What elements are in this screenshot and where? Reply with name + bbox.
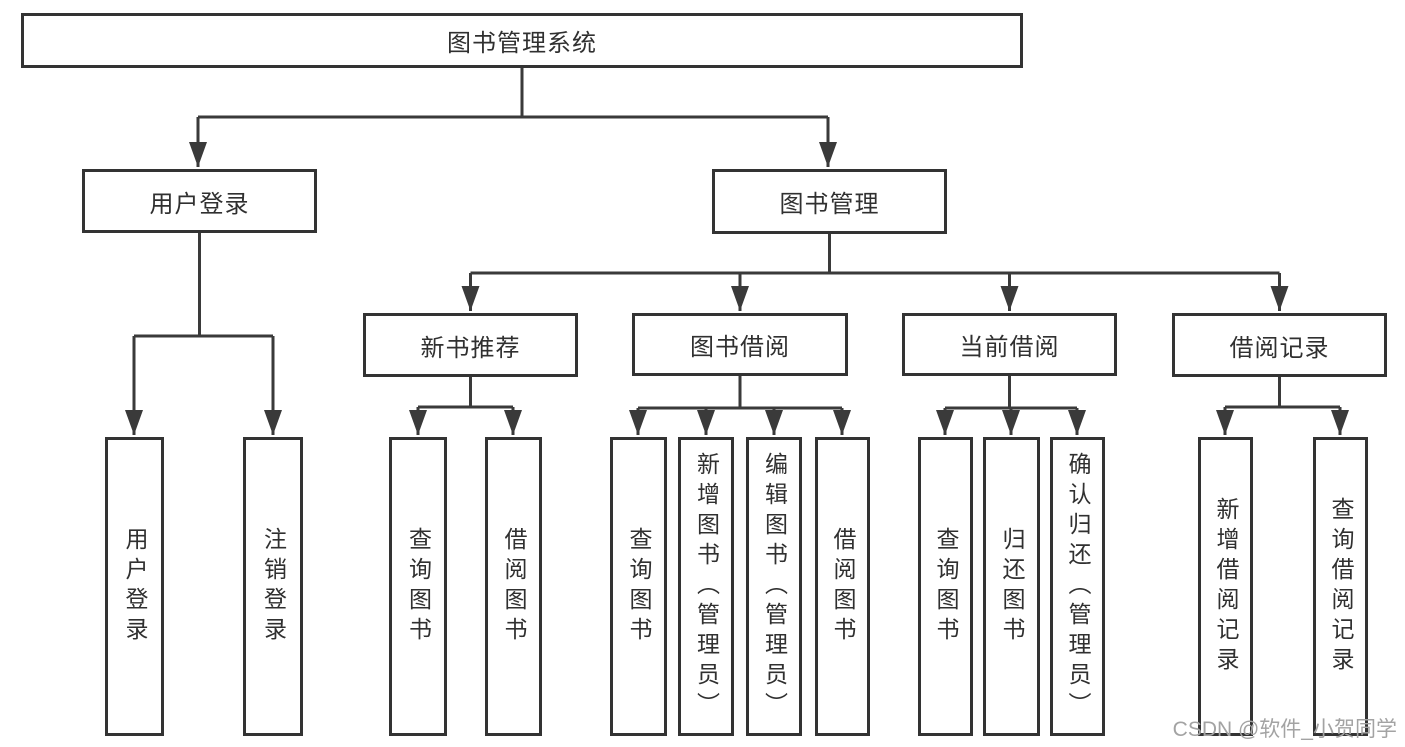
connector-root <box>189 68 837 167</box>
leaf-query-book-current: 查询图书 <box>918 437 973 736</box>
leaf-query-book-recommend: 查询图书 <box>389 437 447 736</box>
leaf-confirm-return-admin: 确认归还（管理员） <box>1050 437 1105 736</box>
leaf-borrow-book: 借阅图书 <box>815 437 870 736</box>
connector-book-borrow <box>629 376 851 435</box>
leaf-borrow-book-recommend: 借阅图书 <box>485 437 542 736</box>
node-user-login: 用户登录 <box>82 169 317 233</box>
watermark: CSDN @软件_小贺同学 <box>1172 718 1397 741</box>
node-book-borrow: 图书借阅 <box>632 313 848 376</box>
leaf-query-borrow-record: 查询借阅记录 <box>1313 437 1368 736</box>
node-book-management: 图书管理 <box>712 169 947 234</box>
node-root: 图书管理系统 <box>21 13 1023 68</box>
connector-borrow-record <box>1216 377 1349 435</box>
leaf-add-book-admin: 新增图书（管理员） <box>678 437 734 736</box>
node-new-book-recommend: 新书推荐 <box>363 313 578 377</box>
leaf-edit-book-admin: 编辑图书（管理员） <box>746 437 802 736</box>
connector-user-login <box>125 233 282 435</box>
node-current-borrow: 当前借阅 <box>902 313 1117 376</box>
leaf-query-book-borrow: 查询图书 <box>610 437 667 736</box>
leaf-add-borrow-record: 新增借阅记录 <box>1198 437 1253 736</box>
leaf-user-login: 用户登录 <box>105 437 164 736</box>
leaf-return-book: 归还图书 <box>983 437 1040 736</box>
connector-book-management <box>461 234 1289 311</box>
connector-current-borrow <box>936 376 1086 435</box>
node-borrow-record: 借阅记录 <box>1172 313 1387 377</box>
leaf-logout-login: 注销登录 <box>243 437 303 736</box>
connector-new-book <box>409 377 522 435</box>
